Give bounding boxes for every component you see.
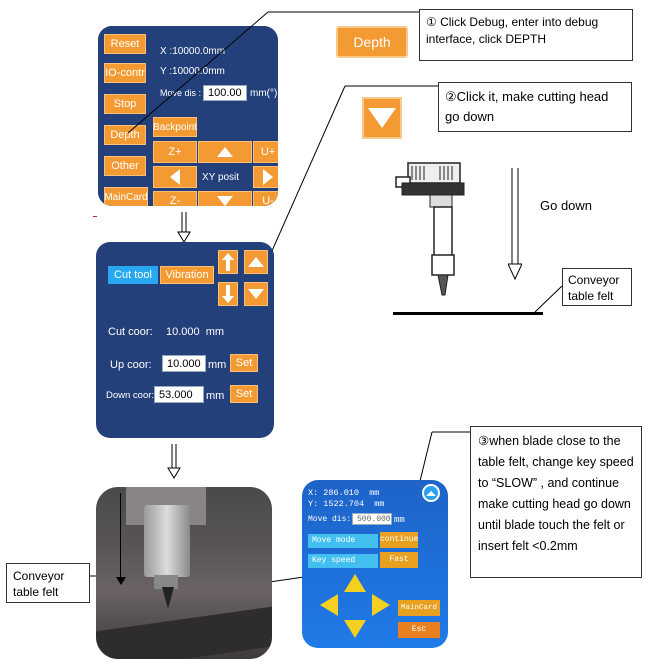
panel3-x-readout: X: 286.010 mm — [308, 488, 380, 498]
panel3-left-arrow-button[interactable] — [320, 594, 338, 616]
right-arrow-icon — [263, 169, 273, 185]
callout-step-2: ②Click it, make cutting head go down — [438, 82, 632, 132]
cut-tool-tab[interactable]: Cut tool — [108, 266, 158, 284]
move-dis-label: Move dis : — [160, 88, 202, 98]
go-down-arrow — [508, 168, 522, 280]
debug-sidebar — [98, 26, 150, 206]
tool-down-1-button[interactable] — [218, 282, 238, 306]
blade-photo — [96, 487, 272, 659]
home-icon[interactable] — [422, 484, 440, 502]
conveyor-label-bottom: Conveyor table felt — [6, 563, 90, 603]
tool-down-2-button[interactable] — [244, 282, 268, 306]
red-dash-mark — [93, 216, 97, 217]
photo-cylinder — [144, 505, 190, 577]
cut-coor-label: Cut coor: — [108, 326, 153, 338]
photo-arrow-shaft — [120, 493, 121, 579]
down-coor-input[interactable]: 53.000 — [154, 386, 204, 403]
conveyor-label-top: Conveyor table felt — [562, 268, 632, 306]
io-control-button[interactable]: IO-contr — [104, 63, 146, 83]
table-felt-line — [393, 312, 543, 315]
up-coor-set-button[interactable]: Set — [230, 354, 258, 372]
key-speed-label: Key speed — [308, 554, 378, 568]
down-coor-set-button[interactable]: Set — [230, 385, 258, 403]
down-coor-unit: mm — [206, 390, 225, 402]
z-plus-button[interactable]: Z+ — [153, 141, 197, 163]
vibration-tab[interactable]: Vibration — [160, 266, 214, 284]
right-arrow-button[interactable] — [253, 166, 278, 188]
up-coor-input[interactable]: 10.000 — [162, 355, 206, 372]
down-coor-label: Down coor: — [106, 390, 155, 401]
up-arrow-icon — [248, 257, 264, 267]
debug-panel: Reset IO-contr Stop Depth Other MainCard… — [98, 26, 278, 206]
z-minus-button[interactable]: Z- — [153, 191, 197, 206]
panel3-up-arrow-button[interactable] — [344, 574, 366, 592]
panel3-down-arrow-button[interactable] — [344, 620, 366, 638]
other-button[interactable]: Other — [104, 156, 146, 176]
depth-highlight-button[interactable]: Depth — [336, 26, 408, 58]
tool-up-1-button[interactable] — [218, 250, 238, 274]
left-arrow-button[interactable] — [153, 166, 197, 188]
key-speed-panel: X: 286.010 mm Y: 1522.704 mm Move dis: 5… — [302, 480, 448, 648]
cut-tool-panel: Cut tool Vibration Cut coor: 10.000 mm U… — [96, 242, 274, 438]
panel3-y-readout: Y: 1522.704 mm — [308, 499, 385, 509]
down-arrow-icon — [217, 196, 233, 206]
move-mode-button[interactable]: continue — [380, 532, 418, 548]
reset-button[interactable]: Reset — [104, 34, 146, 54]
up-coor-unit: mm — [208, 359, 227, 371]
up-arrow-button[interactable] — [198, 141, 252, 163]
photo-arrow-head — [116, 577, 126, 585]
photo-blade — [162, 587, 174, 609]
depth-button[interactable]: Depth — [104, 125, 146, 145]
down-arrow-button[interactable] — [198, 191, 252, 206]
panel3-move-dis-unit: mm — [394, 515, 405, 525]
u-minus-button[interactable]: U- — [253, 191, 278, 206]
panel3-right-arrow-button[interactable] — [372, 594, 390, 616]
photo-blade-holder — [154, 575, 178, 589]
up-coor-label: Up coor: — [110, 359, 152, 371]
cutting-head-illustration — [395, 162, 465, 296]
up-arrow-icon — [222, 253, 234, 271]
move-dis-unit: mm(°) — [250, 88, 278, 99]
panel3-esc-button[interactable]: Esc — [398, 622, 440, 638]
y-readout: Y :10000.0mm — [160, 66, 225, 77]
maincard-button[interactable]: MainCard — [104, 187, 148, 206]
x-readout: X :10000.0mm — [160, 46, 226, 57]
stop-button[interactable]: Stop — [104, 94, 146, 114]
up-arrow-icon — [217, 147, 233, 157]
go-down-label: Go down — [540, 198, 593, 213]
down-arrow-icon — [368, 108, 396, 128]
move-mode-label: Move mode — [308, 534, 378, 548]
cut-coor-value: 10.000 mm — [166, 326, 225, 338]
down-arrow-icon — [222, 285, 234, 303]
xy-posit-label: XY posit — [202, 172, 240, 183]
panel3-move-dis-input[interactable]: 500.000 — [352, 513, 392, 525]
panel3-move-dis-label: Move dis: — [308, 515, 352, 524]
tool-up-2-button[interactable] — [244, 250, 268, 274]
move-dis-input[interactable]: 100.00 — [203, 85, 247, 101]
callout-step-1: ① Click Debug, enter into debug interfac… — [419, 9, 633, 61]
photo-felt-edge — [96, 606, 272, 659]
key-speed-button[interactable]: Fast — [380, 552, 418, 568]
panel3-maincard-button[interactable]: MainCard — [398, 600, 440, 616]
down-arrow-highlight-button[interactable] — [362, 97, 402, 139]
left-arrow-icon — [170, 169, 180, 185]
u-plus-button[interactable]: U+ — [253, 141, 278, 163]
callout-step-3: ③when blade close to the table felt, cha… — [470, 426, 642, 578]
down-arrow-icon — [248, 289, 264, 299]
backpoint-button[interactable]: Backpoint — [153, 117, 197, 137]
